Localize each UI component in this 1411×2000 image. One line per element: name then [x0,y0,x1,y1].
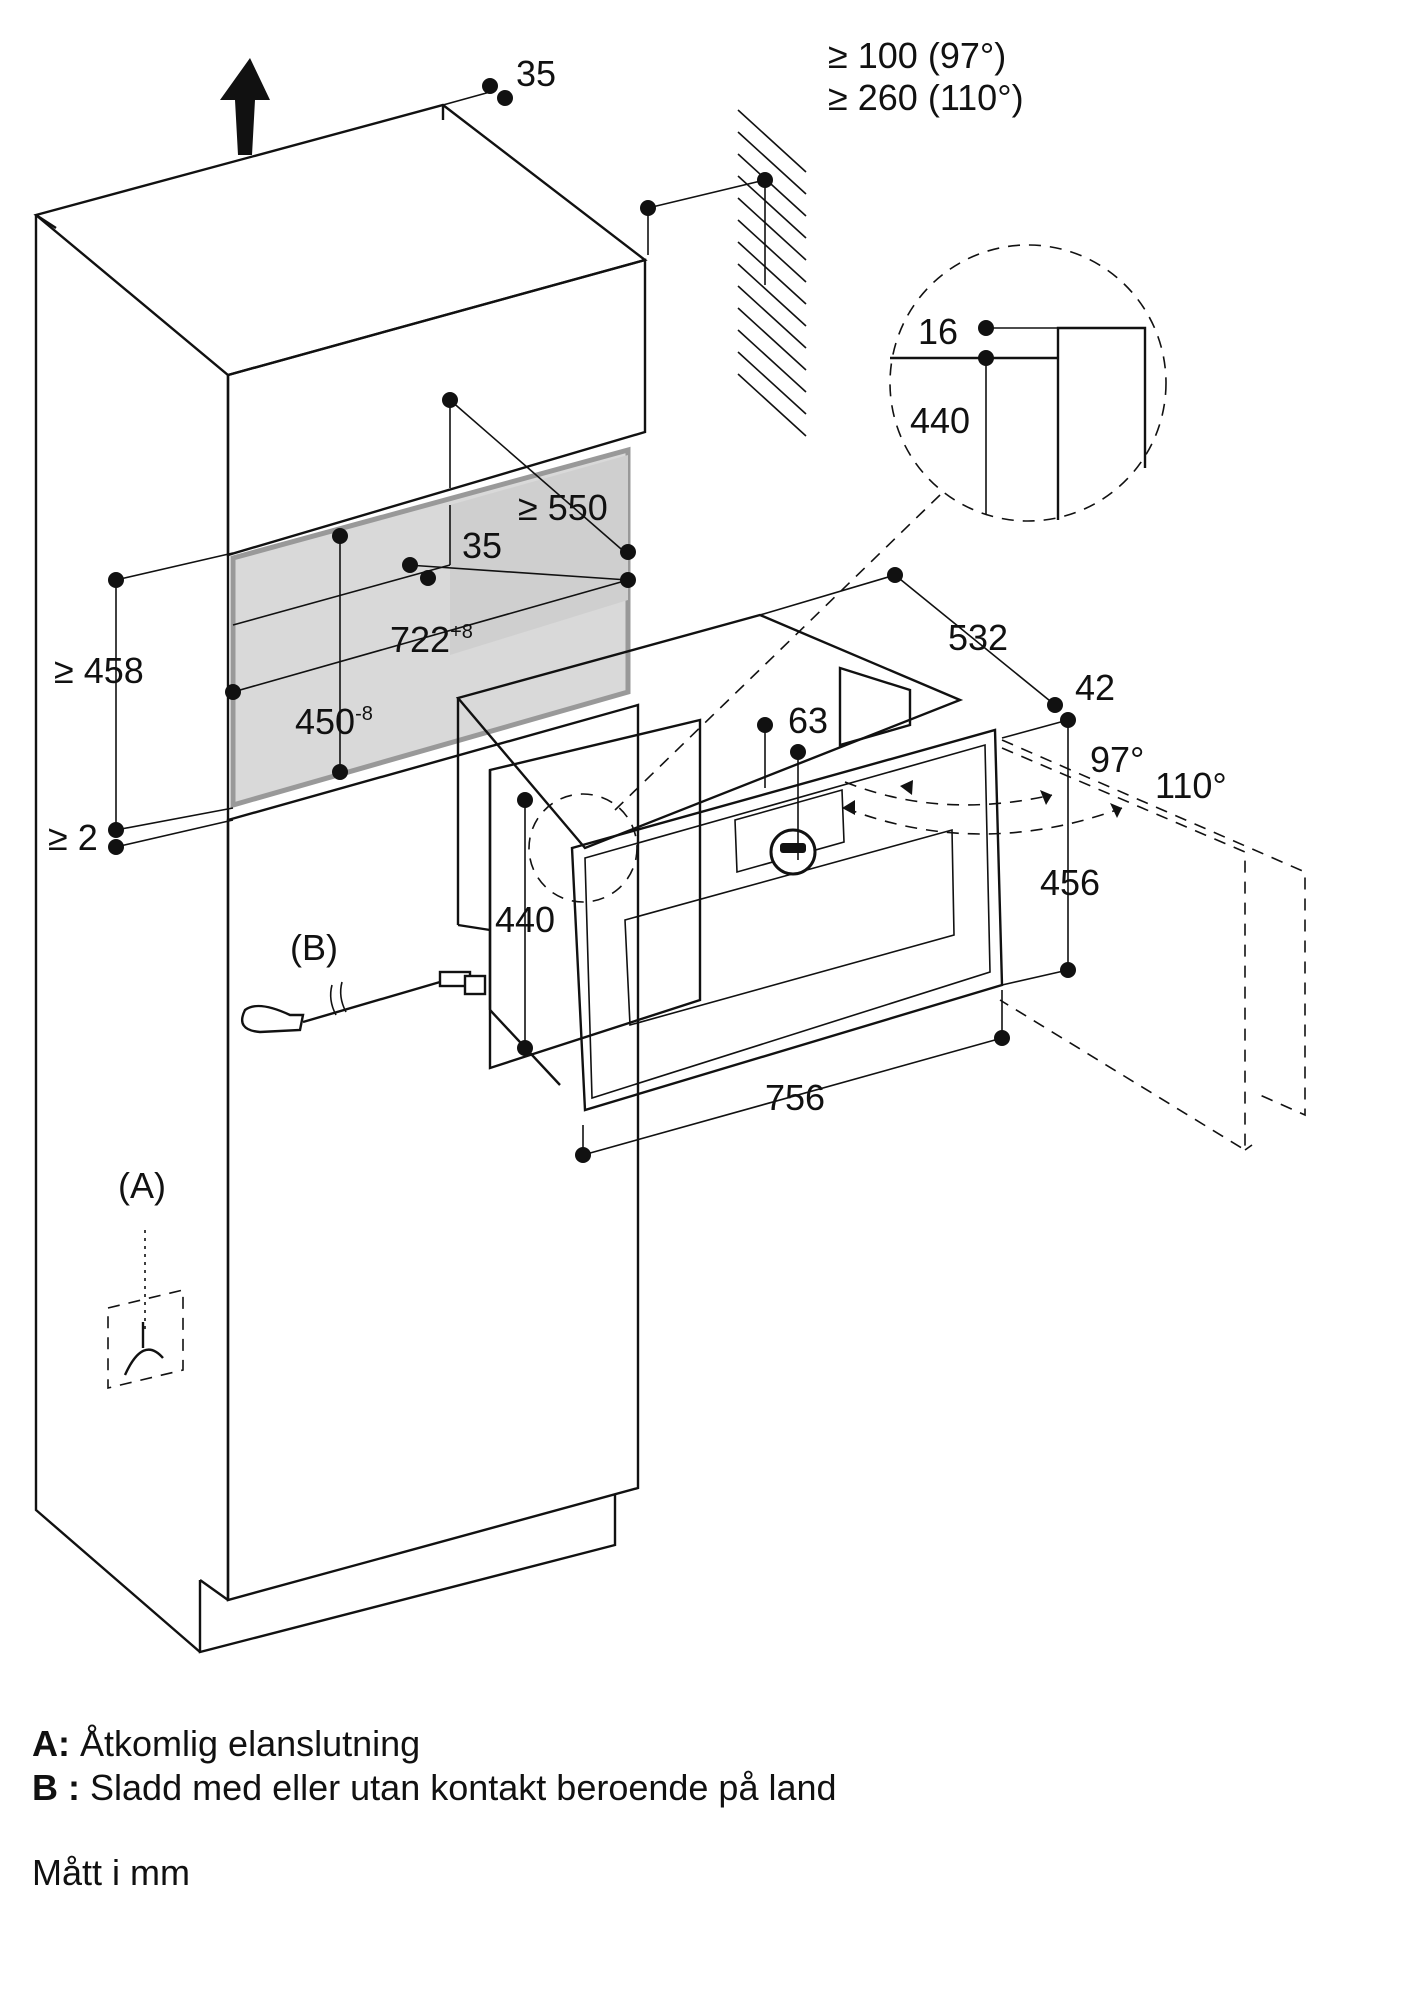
marker-b: (B) [290,927,338,968]
dim-vent-97: ≥ 100 (97°) [828,35,1006,76]
arrow-up-icon [220,58,270,155]
junction-box-icon [107,1230,184,1390]
dimension-labels: 35 ≥ 100 (97°) ≥ 260 (110°) 16 440 ≥ 550… [48,35,1227,1206]
marker-a: (A) [118,1165,166,1206]
dim-niche-height: 450-8 [295,701,373,742]
legend-a: A: Åtkomlig elanslutning [32,1722,420,1766]
legend-b-key: B : [32,1767,80,1808]
dim-body-height: 440 [495,899,555,940]
power-plug-icon [240,970,487,1034]
cabinet-niche [230,446,631,809]
dim-detail-16: 16 [918,311,958,352]
vent-grille-icon [737,109,807,437]
legend-b: B : Sladd med eller utan kontakt beroend… [32,1766,837,1810]
installation-diagram: 35 ≥ 100 (97°) ≥ 260 (110°) 16 440 ≥ 550… [33,35,1306,1654]
dim-detail-440: 440 [910,400,970,441]
dim-depth-532: 532 [948,617,1008,658]
dim-front-42: 42 [1075,667,1115,708]
dim-inner-35: 35 [462,525,502,566]
dim-depth-min: ≥ 550 [518,487,608,528]
door-knob-icon [769,828,817,876]
dim-niche-min-height: ≥ 458 [54,650,144,691]
dim-front-height: 456 [1040,862,1100,903]
dim-top-gap: 35 [516,53,556,94]
dim-bottom-gap: ≥ 2 [48,817,98,858]
dim-panel-63: 63 [788,700,828,741]
dim-vent-110: ≥ 260 (110°) [828,77,1024,118]
legend-b-text: Sladd med eller utan kontakt beroende på… [90,1767,837,1808]
units-note: Mått i mm [32,1852,190,1893]
tall-cabinet [33,103,648,1654]
detail-callout [528,244,1167,903]
dim-width: 756 [765,1077,825,1118]
dimension-dots [108,78,1076,1163]
dim-angle-97: 97° [1090,739,1144,780]
dimension-lines [115,91,1123,1156]
legend-a-text: Åtkomlig elanslutning [80,1723,421,1764]
dim-niche-width: 722+8 [390,619,473,660]
dim-angle-110: 110° [1155,765,1227,806]
legend-a-key: A: [32,1723,70,1764]
